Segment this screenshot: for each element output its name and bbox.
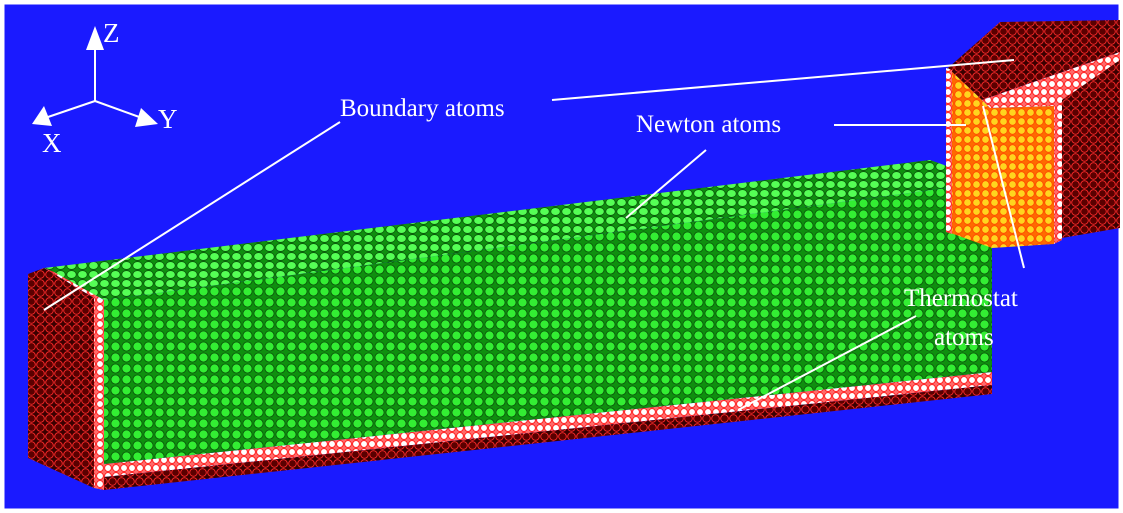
y-axis-label: Y xyxy=(158,104,178,134)
workpiece-thermostat-bottom xyxy=(104,372,992,477)
workpiece-thermostat-top-left xyxy=(44,268,104,300)
x-axis-line xyxy=(47,100,96,118)
boundary-leader-left xyxy=(43,121,341,311)
tool-boundary-top xyxy=(948,20,1120,100)
workpiece-thermostat-left xyxy=(94,298,104,490)
label-thermostat-line2: atoms xyxy=(934,324,994,351)
z-axis-arrowhead xyxy=(86,26,104,50)
boundary-atoms-left-face xyxy=(28,268,94,488)
newton-leader-workpiece xyxy=(625,149,707,219)
tool-thermostat-left xyxy=(946,68,952,234)
y-axis-arrowhead xyxy=(135,108,158,127)
tool-boundary-right xyxy=(1062,52,1120,238)
tool-newton-face xyxy=(948,68,1054,248)
z-axis-label: Z xyxy=(103,18,120,48)
tool-thermostat-edge xyxy=(982,52,1120,244)
x-axis-arrowhead xyxy=(32,106,52,126)
workpiece-bottom-edge xyxy=(104,385,992,490)
newton-atoms-top-face xyxy=(44,160,992,300)
thermostat-leader-tool xyxy=(982,105,1025,269)
y-axis-line xyxy=(94,100,143,119)
coordinate-axes: Z Y X xyxy=(32,18,178,158)
label-newton-atoms: Newton atoms xyxy=(636,111,781,138)
boundary-leader-right xyxy=(551,59,1015,101)
label-boundary-atoms: Boundary atoms xyxy=(340,95,505,122)
label-thermostat-line1: Thermostat xyxy=(904,285,1018,312)
x-axis-label: X xyxy=(42,128,62,158)
thermostat-leader-workpiece xyxy=(737,315,917,411)
